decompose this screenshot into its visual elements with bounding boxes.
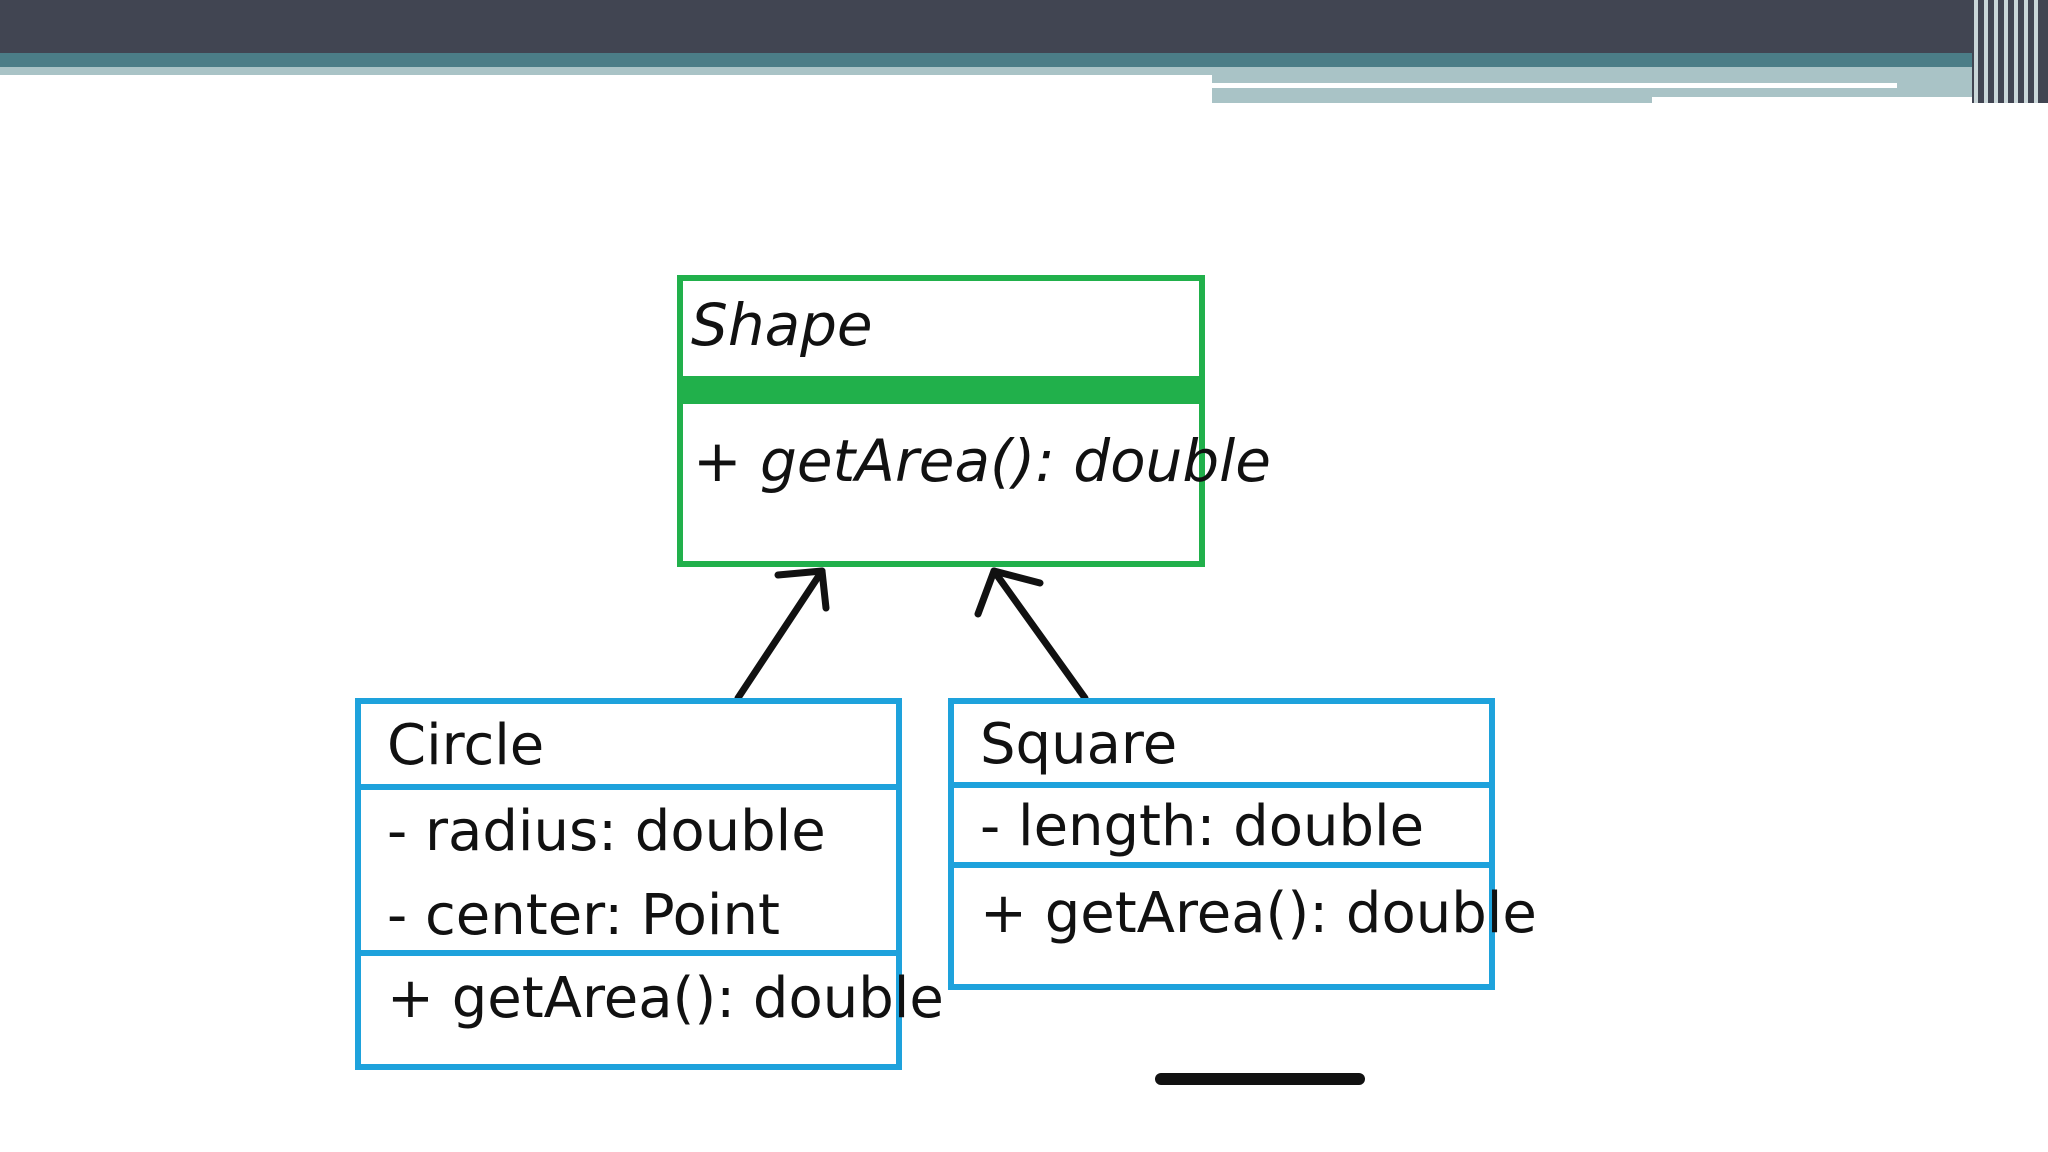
circle-attr-center: - center: Point (387, 883, 780, 948)
slide-header-accent-bar (0, 53, 2048, 67)
square-attr-length: - length: double (980, 794, 1425, 859)
square-class-name: Square (954, 704, 1489, 788)
shape-class-attributes (683, 376, 1199, 404)
slide-header-bar (0, 0, 2048, 53)
slide-corner-decoration (1972, 0, 2048, 103)
shape-class-box: Shape + getArea(): double (677, 275, 1271, 567)
circle-class-box: Circle - radius: double - center: Point … (355, 698, 944, 1070)
circle-to-shape-arrow (734, 567, 830, 702)
slide-header-divider-line (1212, 83, 1897, 88)
square-class-attributes: - length: double (954, 788, 1489, 868)
circle-class-methods: + getArea(): double (361, 956, 944, 1042)
square-class-box: Square - length: double + getArea(): dou… (948, 698, 1537, 990)
cropped-dark-shape (1155, 1073, 1365, 1085)
square-class-methods: + getArea(): double (954, 868, 1537, 960)
circle-class-name: Circle (361, 704, 896, 790)
circle-method-get-area: + getArea(): double (387, 966, 944, 1031)
slide-header-light-strip-right (1212, 67, 1972, 103)
slide-header-light-strip-left (0, 67, 1212, 75)
shape-method-get-area: + getArea(): double (693, 427, 1271, 495)
circle-class-attributes: - radius: double - center: Point (361, 790, 896, 956)
square-to-shape-arrow (974, 567, 1089, 702)
shape-class-methods: + getArea(): double (683, 404, 1271, 496)
circle-attr-radius: - radius: double (387, 799, 826, 864)
square-method-get-area: + getArea(): double (980, 881, 1537, 946)
shape-class-name: Shape (691, 291, 873, 359)
slide-header-divider-line-lower (1652, 97, 1972, 103)
